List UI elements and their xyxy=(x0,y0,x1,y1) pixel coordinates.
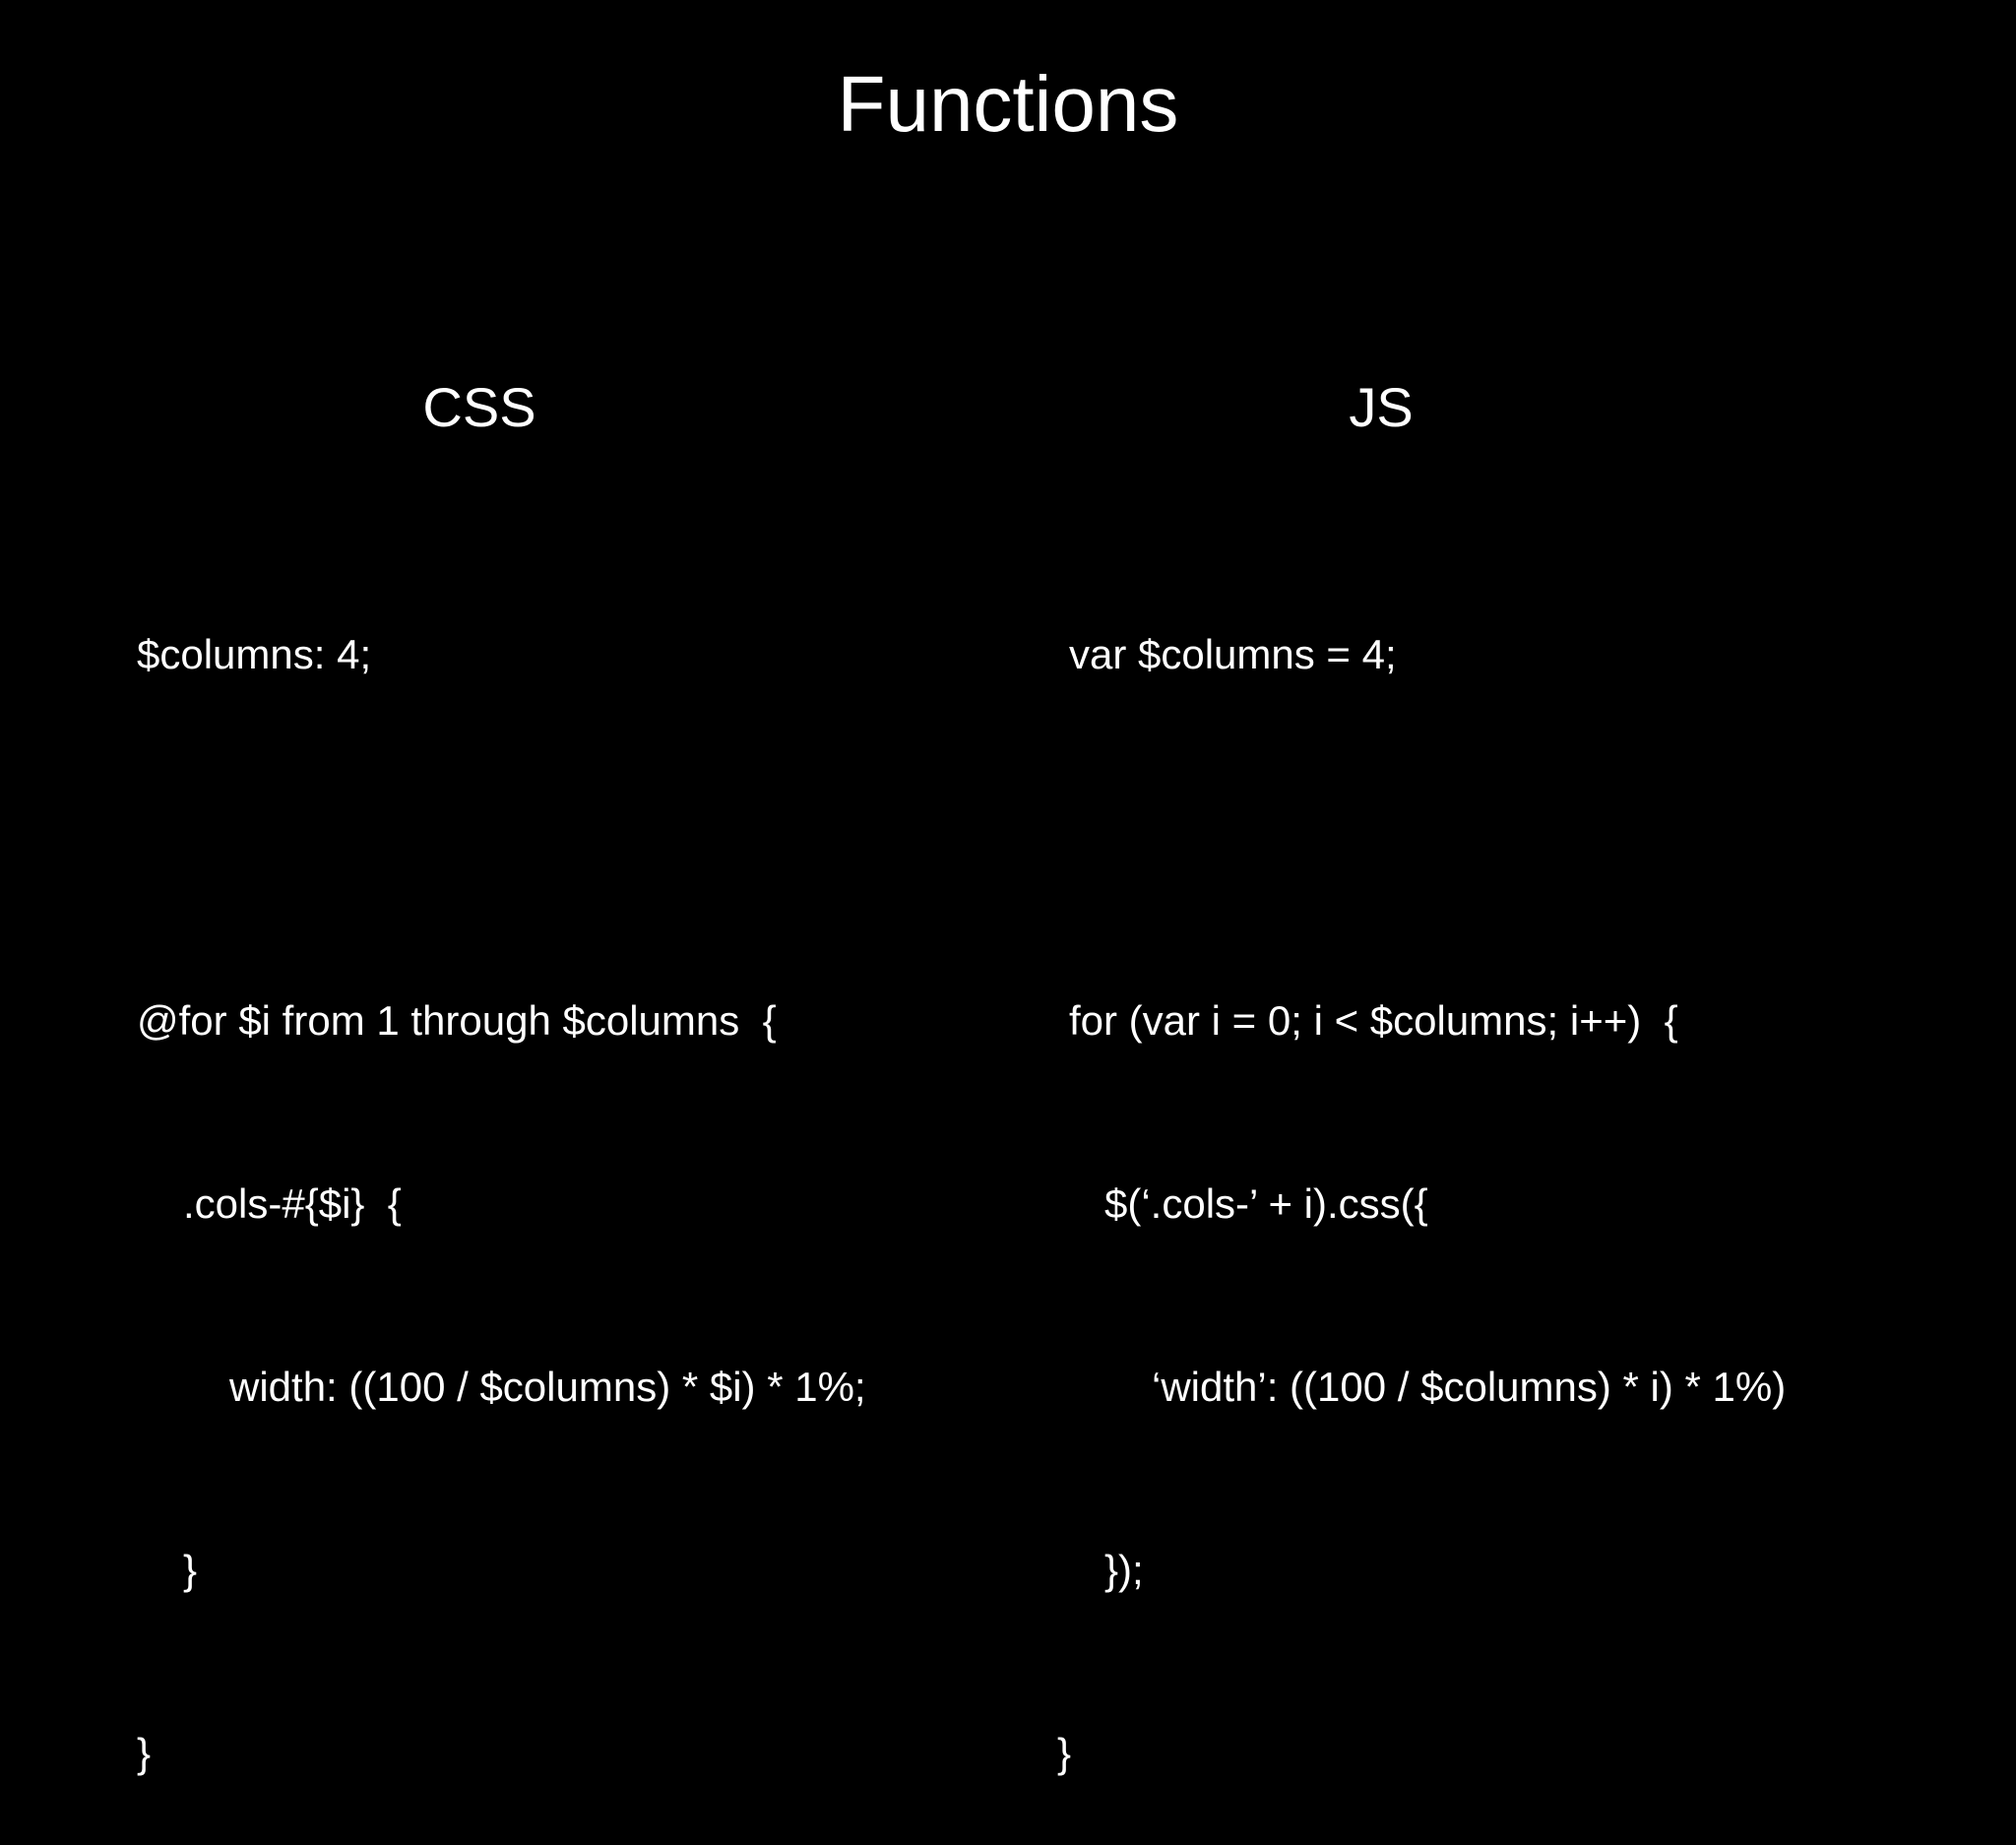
js-code-line: } xyxy=(1057,1730,1072,1776)
css-code-line: $columns: 4; xyxy=(137,631,372,677)
css-code-line: .cols-#{$i} { xyxy=(183,1180,402,1227)
js-code-line: $(‘.cols-’ + i).css({ xyxy=(1104,1180,1428,1227)
slide-title: Functions xyxy=(837,60,1179,148)
js-code-line: var $columns = 4; xyxy=(1069,631,1397,677)
css-code-block: $columns: 4; @for $i from 1 through $col… xyxy=(137,502,983,1845)
css-code-line: @for $i from 1 through $columns { xyxy=(137,997,777,1044)
js-code-line: for (var i = 0; i < $columns; i++) { xyxy=(1069,997,1678,1044)
js-code-line: }); xyxy=(1104,1547,1144,1593)
js-code-line xyxy=(1069,807,1955,868)
js-code-block: var $columns = 4; for (var i = 0; i < $c… xyxy=(1057,502,1955,1845)
css-code-line: } xyxy=(183,1547,198,1593)
js-code-line: ‘width’: ((100 / $columns) * i) * 1%) xyxy=(1152,1364,1787,1410)
css-heading: CSS xyxy=(422,376,536,438)
css-code-line: } xyxy=(137,1730,152,1776)
css-code-line xyxy=(137,807,983,868)
js-heading: JS xyxy=(1349,376,1414,438)
css-code-line: width: ((100 / $columns) * $i) * 1%; xyxy=(229,1364,866,1410)
